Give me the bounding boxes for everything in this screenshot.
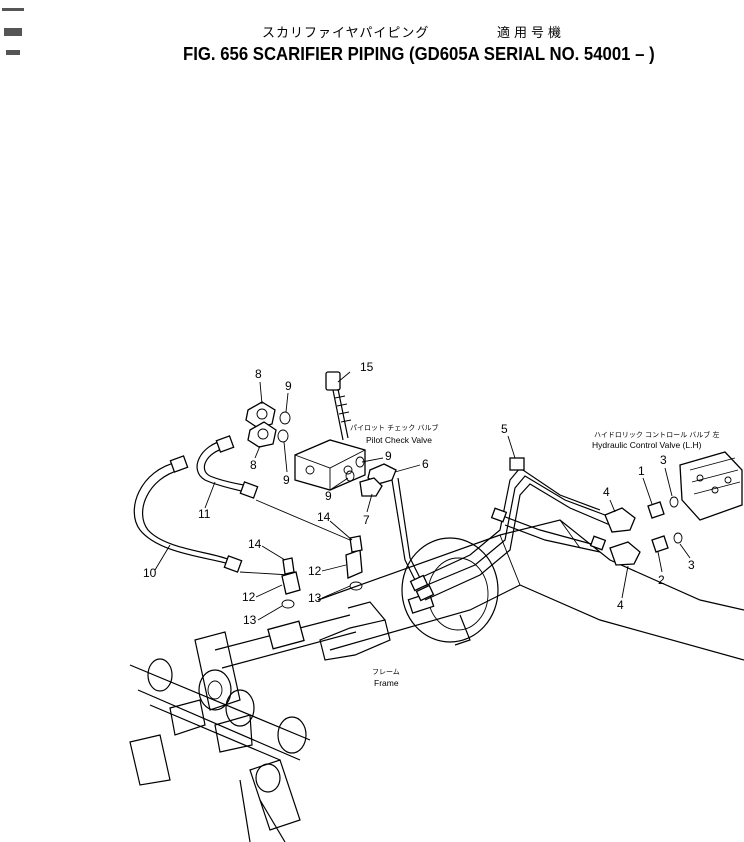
fittings-left [281,535,363,609]
leader-lines [239,499,351,576]
hose-10 [133,455,243,573]
callout-15: 15 [360,360,374,374]
callout-8: 8 [255,367,262,381]
callout-3: 3 [660,453,667,467]
pilot-check-valve-label-jp: パイロット チェック バルブ [350,423,438,432]
callout-numbers: 15 8 9 8 9 9 6 9 7 11 14 14 12 12 13 13 … [143,360,695,627]
callout-2: 2 [658,573,665,587]
main-pipes [391,457,611,602]
scan-noise [2,8,24,55]
callout-9: 9 [285,379,292,393]
hydraulic-control-valve-label: Hydraulic Control Valve (L.H) [592,440,702,450]
callout-11: 11 [198,507,211,521]
pilot-check-valve [294,439,366,491]
fittings-right [604,496,683,566]
callout-9: 9 [283,473,290,487]
frame-label-jp: フレーム [372,668,400,676]
hose-11 [196,435,259,499]
bolt-15 [325,371,352,441]
callout-13: 13 [243,613,257,627]
hydraulic-control-valve-label-jp: ハイドロリック コントロール バルブ 左 [594,430,720,439]
callout-5: 5 [501,422,508,436]
elbow-8-lower [247,421,277,448]
callout-1: 1 [638,464,645,478]
callout-9: 9 [385,449,392,463]
callout-14: 14 [248,537,262,551]
figure-title: FIG. 656 SCARIFIER PIPING (GD605A SERIAL… [183,44,655,64]
callout-14: 14 [317,510,331,524]
title-applicable-serial-jp: 適用号機 [497,26,566,41]
callout-13: 13 [308,591,322,605]
callout-7: 7 [363,513,370,527]
fitting-7 [359,477,383,497]
title-japanese: スカリファイヤパイピング [262,26,430,41]
callout-8: 8 [250,458,257,472]
callout-12: 12 [308,564,322,578]
pilot-check-valve-label: Pilot Check Valve [366,435,432,445]
hydraulic-control-valve [679,451,743,521]
frame-label: Frame [374,678,399,688]
callout-3: 3 [688,558,695,572]
callout-10: 10 [143,566,157,580]
callout-4: 4 [617,598,624,612]
callout-leaders [154,371,691,621]
frame-drawing [129,519,744,842]
callout-9: 9 [325,489,332,503]
callout-4: 4 [603,485,610,499]
callout-6: 6 [422,457,429,471]
callout-12: 12 [242,590,256,604]
